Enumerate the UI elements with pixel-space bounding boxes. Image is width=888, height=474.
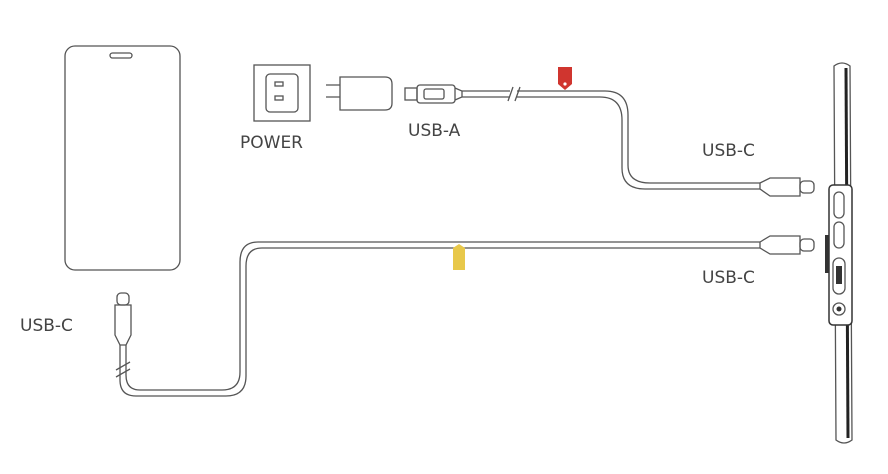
usb-c-to-c-cable [115, 241, 760, 397]
usb-c-bottom-label: USB-C [702, 268, 755, 288]
usb-a-label: USB-A [408, 121, 461, 141]
usb-c-connector-top-icon [759, 177, 815, 197]
usb-a-to-c-cable [462, 86, 760, 190]
yellow-tag-icon [453, 244, 465, 270]
red-tag-icon [558, 67, 572, 90]
usb-c-connector-phone-icon [114, 292, 132, 346]
power-label: POWER [240, 133, 303, 153]
tablet-side-view-icon [825, 62, 853, 444]
power-outlet-icon [253, 64, 311, 122]
phone-icon [64, 45, 181, 271]
usb-c-phone-label: USB-C [20, 316, 73, 336]
power-adapter-icon [326, 76, 393, 111]
usb-c-top-label: USB-C [702, 141, 755, 161]
usb-c-connector-bottom-icon [759, 235, 815, 255]
usb-a-connector-icon [404, 84, 463, 104]
